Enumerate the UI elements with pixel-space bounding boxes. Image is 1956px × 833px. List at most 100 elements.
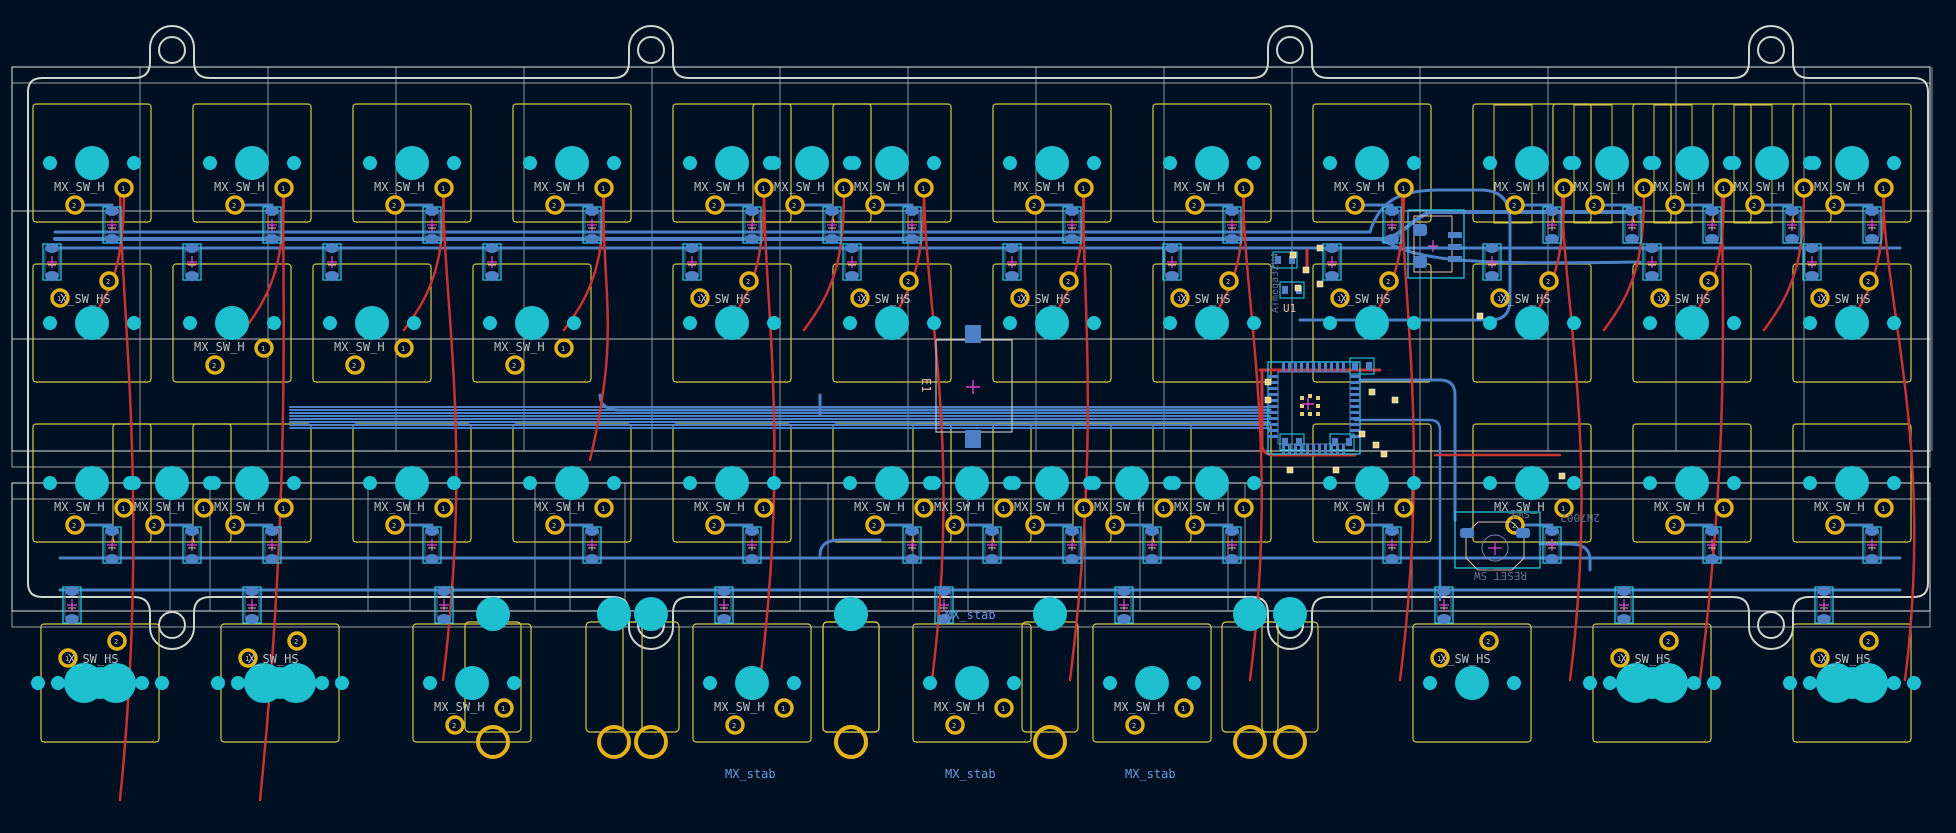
diode-footprint [434,586,454,624]
diode-pad [745,206,759,216]
switch-peg-hole [1247,476,1261,490]
switch-label: MX_SW_H [1814,500,1865,514]
stab-label: MX_stab [1125,767,1176,781]
pin-number: 1 [1497,295,1501,303]
diode-footprint [1114,586,1134,624]
regulator-pad [1448,244,1462,250]
hotswap-pin-2 [1539,271,1559,291]
switch-center-hole [355,306,389,340]
switch-peg-hole [683,476,697,490]
switch-center-hole [75,466,109,500]
diode-marker [747,219,757,231]
switch-footprint: 12 [1483,146,1581,215]
diode-footprint [1062,206,1082,244]
diode-marker [1227,539,1237,551]
switch-center-hole [455,666,489,700]
switch-peg-hole [315,676,329,690]
hotswap-pin-2 [1505,195,1525,215]
diode-marker [1787,219,1797,231]
switch-peg-hole [1407,316,1421,330]
pin-number: 1 [781,705,785,713]
smd-courtyard [1279,281,1305,299]
switch-peg-hole [423,676,437,690]
diode-pad [265,234,279,244]
diode-pad [45,271,59,281]
reset-pad [1516,528,1530,538]
switch-peg-hole [1887,676,1901,690]
diode-footprint [1382,526,1402,564]
diode-marker [587,539,597,551]
switch-footprint: 12 [1163,271,1261,340]
diode-footprint [182,243,202,281]
hotswap-pin-1 [238,648,258,668]
front-trace [802,186,846,332]
mcu-pin [1268,381,1278,384]
switch-center-hole [1195,306,1229,340]
hotswap-pin-1 [1010,288,1030,308]
pin-number: 1 [1817,655,1821,663]
switch-peg-hole [1087,316,1101,330]
diode-marker [107,539,117,551]
diode-pad [1005,271,1019,281]
diode-marker [587,219,597,231]
mcu-pin [1350,387,1360,390]
diode-pad [1065,206,1079,216]
switch-footprint: 12 [43,146,141,215]
diode-pad [825,234,839,244]
via-pad [1358,430,1366,438]
stab-bottom-hole [834,725,868,759]
stab-bottom-hole [1233,725,1267,759]
pin-number: 1 [57,295,61,303]
hotswap-pin-2 [145,515,165,535]
switch-peg-hole [1483,156,1497,170]
via-pad [1380,450,1388,458]
switch-fab-outline [472,263,592,383]
switch-center-hole [264,667,296,699]
switch-label: X_SW_HS [1020,292,1071,306]
switch-peg-hole [923,476,937,490]
hotswap-pin-2 [865,195,885,215]
diode-pad [1785,234,1799,244]
pin-number: 1 [1081,505,1085,513]
mcu-pin [1350,411,1360,414]
hotswap-pin-1 [994,498,1014,518]
hotswap-pin-1 [1174,698,1194,718]
diode-pad [905,526,919,536]
pin-number: 2 [392,202,396,210]
mcu-ref-label: U1 [1283,302,1296,315]
pin-number: 1 [1081,185,1085,193]
switch-peg-hole [567,316,581,330]
diode-pad [65,586,79,596]
switch-peg-hole [43,476,57,490]
switch-peg-hole [155,676,169,690]
pin-number: 2 [1386,278,1390,286]
hotswap-pin-2 [225,515,245,535]
diode-pad [45,243,59,253]
pin-number: 2 [872,202,876,210]
diode-footprint [422,206,442,244]
via-pad [1476,312,1484,320]
thermal-via [1316,404,1320,408]
switch-peg-hole [923,676,937,690]
switch-footprint: 12 [683,466,781,535]
switch-peg-hole [1423,676,1437,690]
switch-peg-hole [1323,476,1337,490]
switch-peg-hole [211,676,225,690]
diode-pad [1325,271,1339,281]
diode-pad [1117,586,1131,596]
back-trace [1298,188,1512,322]
e1-marker [966,380,980,394]
via-pad [1372,441,1380,449]
diode-pad [1805,243,1819,253]
pin-number: 2 [1706,278,1710,286]
hotswap-pin-1 [58,648,78,668]
diode-footprint [682,243,702,281]
diode-marker [1647,256,1657,268]
diode-footprint [42,243,62,281]
mcu-pin [1342,362,1345,372]
hotswap-pin-2 [1665,195,1685,215]
mcu-pin [1300,362,1303,372]
switch-peg-hole [843,476,857,490]
diode-pad [1485,243,1499,253]
